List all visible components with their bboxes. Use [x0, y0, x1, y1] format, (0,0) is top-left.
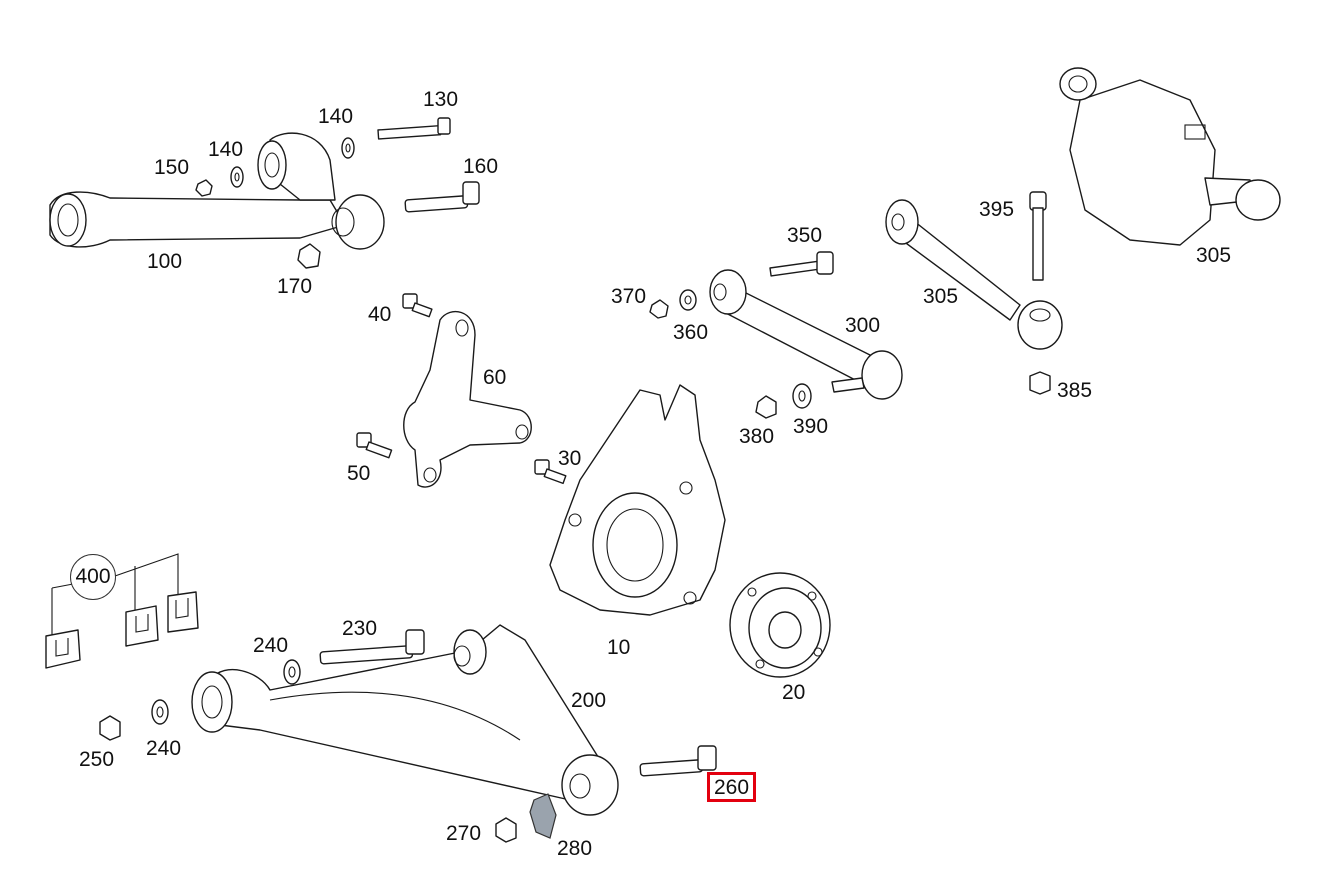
part-label-100[interactable]: 100 [147, 250, 183, 273]
nut-385 [1029, 371, 1051, 395]
part-label-390[interactable]: 390 [793, 415, 829, 438]
washer-140 [341, 137, 355, 159]
actuator-305 [1059, 67, 1281, 246]
part-label-260-highlighted[interactable]: 260 [707, 772, 757, 802]
washer-140b [230, 166, 244, 188]
part-label-10[interactable]: 10 [607, 636, 631, 659]
part-label-230[interactable]: 230 [342, 617, 378, 640]
part-label-30[interactable]: 30 [558, 447, 582, 470]
part-label-150[interactable]: 150 [154, 156, 190, 179]
eccentric-plate-280 [529, 793, 557, 839]
part-label-20[interactable]: 20 [782, 681, 806, 704]
washer-390 [792, 383, 812, 409]
control-arm-200 [191, 624, 619, 816]
bolt-230 [319, 629, 425, 665]
part-label-200[interactable]: 200 [571, 689, 607, 712]
nut-270 [495, 817, 517, 843]
bolt-30 [534, 459, 567, 485]
part-label-305[interactable]: 305 [1196, 244, 1232, 267]
part-label-370[interactable]: 370 [611, 285, 647, 308]
knuckle-10 [549, 384, 726, 616]
nut-370 [649, 299, 669, 319]
bolt-130 [377, 117, 451, 140]
part-label-395[interactable]: 395 [979, 198, 1015, 221]
part-label-400[interactable]: 400 [70, 554, 116, 600]
part-label-300[interactable]: 300 [845, 314, 881, 337]
nut-150 [195, 179, 213, 197]
bolt-40 [402, 293, 433, 318]
part-label-385[interactable]: 385 [1057, 379, 1093, 402]
part-label-130[interactable]: 130 [423, 88, 459, 111]
bolt-160 [404, 181, 480, 213]
bolt-350 [769, 251, 834, 277]
part-label-50[interactable]: 50 [347, 462, 371, 485]
nut-380 [755, 395, 777, 419]
part-label-240[interactable]: 240 [146, 737, 182, 760]
part-label-60[interactable]: 60 [483, 366, 507, 389]
nut-250 [99, 715, 121, 741]
part-label-140[interactable]: 140 [318, 105, 354, 128]
washer-240 [283, 659, 301, 685]
part-label-40[interactable]: 40 [368, 303, 392, 326]
part-label-270[interactable]: 270 [446, 822, 482, 845]
washer-240b [151, 699, 169, 725]
part-label-360[interactable]: 360 [673, 321, 709, 344]
washer-360 [679, 289, 697, 311]
part-label-240[interactable]: 240 [253, 634, 289, 657]
control-arm-100 [49, 132, 385, 250]
shim-kit-400 [45, 553, 199, 669]
control-arm-300 [709, 269, 903, 400]
part-label-380[interactable]: 380 [739, 425, 775, 448]
wheel-hub-20 [729, 572, 831, 678]
part-label-280[interactable]: 280 [557, 837, 593, 860]
part-label-170[interactable]: 170 [277, 275, 313, 298]
tie-rod-305 [885, 199, 1063, 350]
bolt-260 [639, 745, 717, 777]
part-label-305[interactable]: 305 [923, 285, 959, 308]
bolt-50 [356, 432, 393, 459]
part-label-250[interactable]: 250 [79, 748, 115, 771]
nut-170 [297, 243, 321, 269]
part-label-350[interactable]: 350 [787, 224, 823, 247]
bolt-395 [1029, 191, 1047, 281]
part-label-140[interactable]: 140 [208, 138, 244, 161]
bracket-60 [403, 310, 532, 488]
part-label-160[interactable]: 160 [463, 155, 499, 178]
